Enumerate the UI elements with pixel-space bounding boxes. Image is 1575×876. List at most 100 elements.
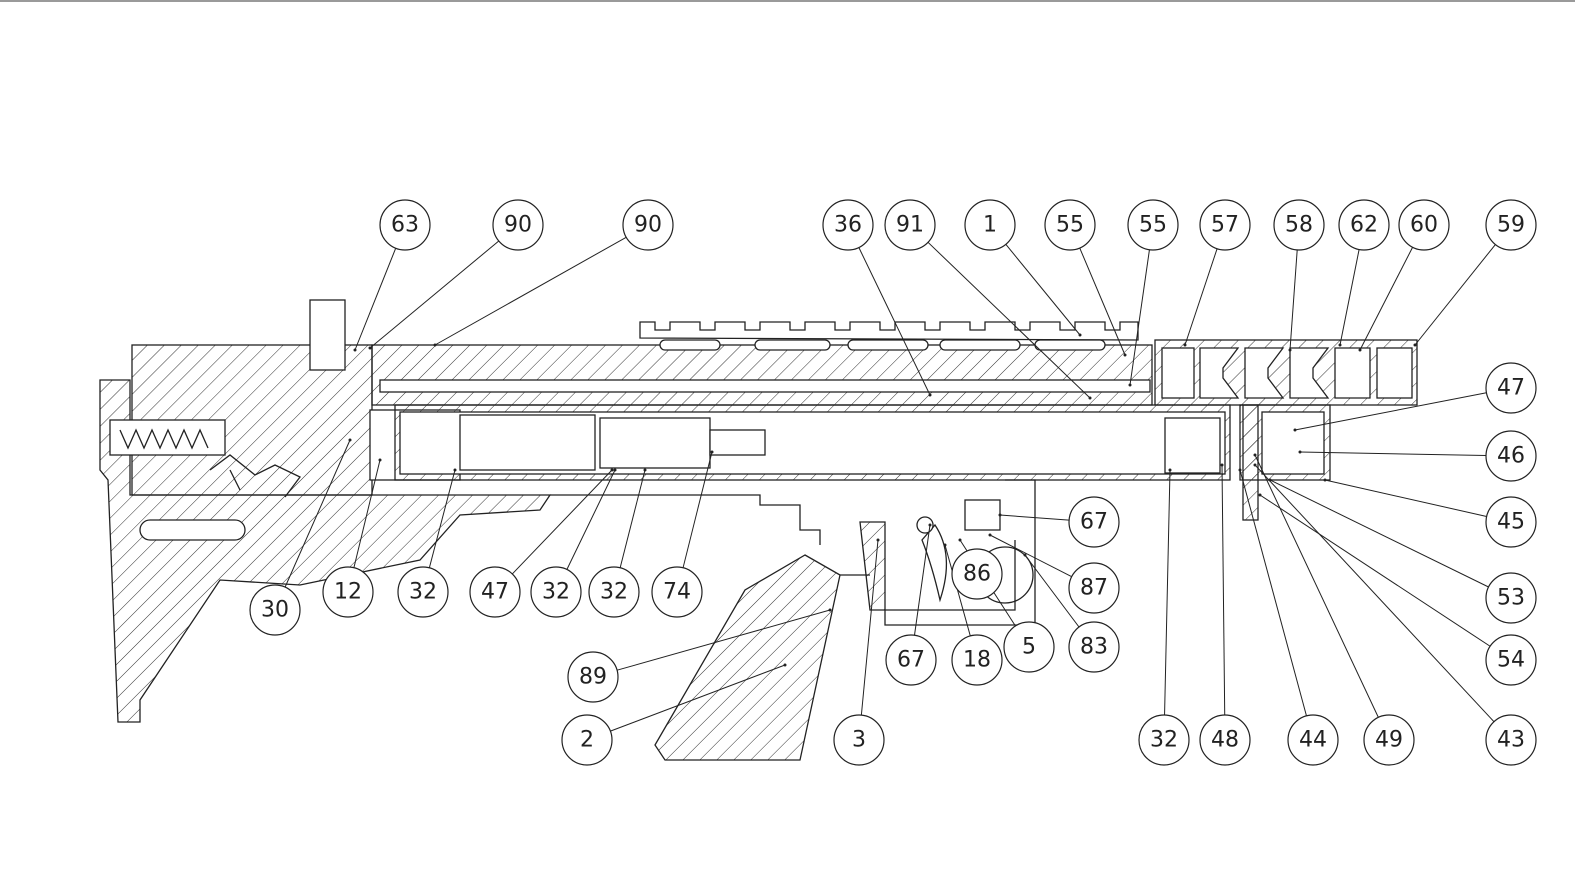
balloon-circle: [1068, 562, 1120, 614]
leader-line: [1221, 464, 1226, 716]
balloon-circle: [951, 548, 1003, 600]
balloon-circle: [561, 714, 613, 766]
part-number: 83: [1080, 635, 1108, 660]
part-callout-3: 3: [833, 538, 885, 766]
moderator: [1154, 339, 1418, 406]
part-number: 62: [1350, 213, 1378, 238]
leader-line: [1254, 454, 1379, 718]
part-number: 54: [1497, 648, 1525, 673]
part-number: 36: [834, 213, 862, 238]
part-number: 48: [1211, 728, 1239, 753]
part-number: 67: [1080, 510, 1108, 535]
balloon-circle: [397, 566, 449, 618]
balloon-circle: [469, 566, 521, 618]
part-callout-53: 53: [1268, 478, 1537, 624]
balloon-circle: [492, 199, 544, 251]
balloon-circle: [1003, 621, 1055, 673]
leader-line: [1414, 244, 1496, 346]
balloon-circle: [1363, 714, 1415, 766]
part-callout-43: 43: [1253, 463, 1537, 766]
part-callout-36: 36: [822, 199, 932, 397]
balloon-circle: [884, 199, 936, 251]
leader-dot: [1123, 353, 1127, 357]
balloon-circle: [567, 651, 619, 703]
balloon-circle: [1485, 714, 1537, 766]
part-callout-91: 91: [884, 199, 1092, 400]
part-callout-60: 60: [1358, 199, 1450, 352]
part-number: 91: [896, 213, 924, 238]
balloon-circle: [951, 634, 1003, 686]
leader-dot: [1078, 333, 1082, 337]
leader-line: [511, 469, 613, 575]
air-tube: [394, 404, 1231, 481]
part-callout-32: 32: [1138, 468, 1190, 766]
balloon-circle: [885, 634, 937, 686]
part-number: 60: [1410, 213, 1438, 238]
leader-line: [354, 248, 397, 351]
leader-dot: [783, 663, 787, 667]
balloon-circle: [1485, 362, 1537, 414]
leader-line: [353, 459, 381, 568]
leader-line: [1289, 249, 1298, 351]
balloon-circle: [1127, 199, 1179, 251]
leader-dot: [998, 513, 1002, 517]
barrel-shroud: [371, 321, 1153, 406]
part-callout-55: 55: [1044, 199, 1127, 357]
part-callout-32: 32: [588, 468, 647, 618]
grip: [550, 494, 886, 761]
leader-dot: [1323, 478, 1327, 482]
part-callout-12: 12: [322, 458, 382, 618]
part-number: 90: [634, 213, 662, 238]
leader-line: [927, 241, 1091, 399]
balloon-circle: [1199, 714, 1251, 766]
part-number: 44: [1299, 728, 1327, 753]
leader-dot: [1220, 463, 1224, 467]
balloon-circle: [1044, 199, 1096, 251]
leader-line: [428, 469, 456, 568]
part-callout-86: 86: [951, 548, 1003, 600]
balloon-circle: [249, 584, 301, 636]
leader-dot: [1128, 383, 1132, 387]
balloon-circle: [833, 714, 885, 766]
part-number: 45: [1497, 510, 1525, 535]
part-callout-30: 30: [249, 438, 352, 636]
leader-dot: [1088, 396, 1092, 400]
balloon-circle: [822, 199, 874, 251]
leader-line: [284, 439, 351, 588]
leader-dot: [610, 468, 614, 472]
part-callout-2: 2: [561, 663, 787, 766]
leader-dot: [1358, 348, 1362, 352]
balloon-circle: [1485, 430, 1537, 482]
leader-line: [616, 609, 831, 671]
balloon-circle: [1068, 621, 1120, 673]
leader-line: [682, 451, 713, 568]
leader-line: [1294, 392, 1487, 431]
part-number: 86: [963, 562, 991, 587]
leader-line: [858, 247, 931, 396]
part-number: 63: [391, 213, 419, 238]
part-number: 74: [663, 580, 691, 605]
leader-line: [1259, 494, 1491, 647]
part-number: 58: [1285, 213, 1313, 238]
leader-line: [1269, 479, 1489, 588]
part-callout-62: 62: [1338, 199, 1390, 347]
balloon-circle: [1068, 496, 1120, 548]
balloon-circle: [1338, 199, 1390, 251]
part-callout-90: 90: [368, 199, 544, 350]
part-number: 90: [504, 213, 532, 238]
balloon-circle: [1138, 714, 1190, 766]
leader-dot: [368, 346, 372, 350]
leader-line: [989, 534, 1072, 578]
part-callout-58: 58: [1273, 199, 1325, 352]
part-number: 32: [409, 580, 437, 605]
part-number: 53: [1497, 586, 1525, 611]
part-number: 46: [1497, 444, 1525, 469]
front-block: [1239, 404, 1331, 521]
balloon-circle: [1485, 634, 1537, 686]
part-number: 32: [600, 580, 628, 605]
part-number: 2: [580, 728, 594, 753]
leader-dot: [613, 468, 617, 472]
leader-line: [1359, 247, 1414, 351]
